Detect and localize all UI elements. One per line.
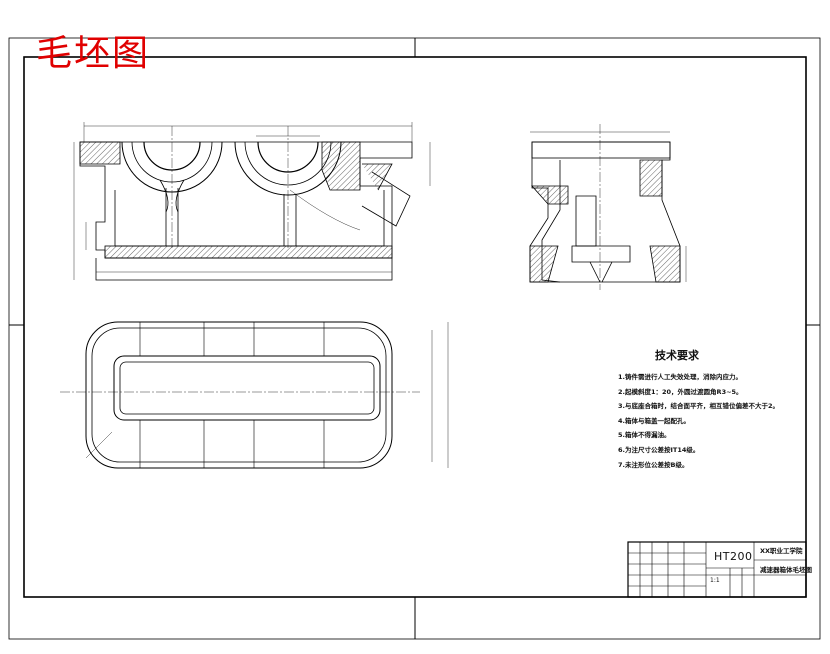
technical-requirements-list: 1.铸件需进行人工失效处理，消除内应力。 2.起模斜度1：20，外圆过渡圆角R3… (618, 370, 798, 472)
title-block-scale: 1:1 (710, 577, 720, 584)
front-view (73, 122, 431, 281)
requirement-item: 4.箱体与箱盖一起配孔。 (618, 416, 690, 425)
title-block (627, 541, 807, 598)
title-block-drawing-name: 减速器箱体毛坯图 (760, 566, 812, 574)
technical-requirements-title: 技术要求 (655, 349, 699, 362)
title-block-material: HT200 (714, 550, 753, 563)
requirement-item: 5.箱体不得漏油。 (618, 431, 671, 440)
side-view (529, 124, 687, 290)
requirement-item: 1.铸件需进行人工失效处理，消除内应力。 (618, 373, 742, 381)
requirement-item: 3.与底座合箱时，结合面平齐，相互错位偏差不大于2。 (618, 402, 780, 411)
title-block-school: XX职业工学院 (760, 547, 803, 555)
requirement-item: 7.未注形位公差按B级。 (618, 460, 689, 469)
requirement-item: 6.为注尺寸公差按IT14级。 (618, 445, 700, 454)
stamp-title: 毛坯图 (36, 33, 151, 74)
top-view (60, 321, 449, 469)
requirement-item: 2.起模斜度1：20，外圆过渡圆角R3~5。 (618, 387, 743, 396)
sheet-border (8, 37, 821, 640)
